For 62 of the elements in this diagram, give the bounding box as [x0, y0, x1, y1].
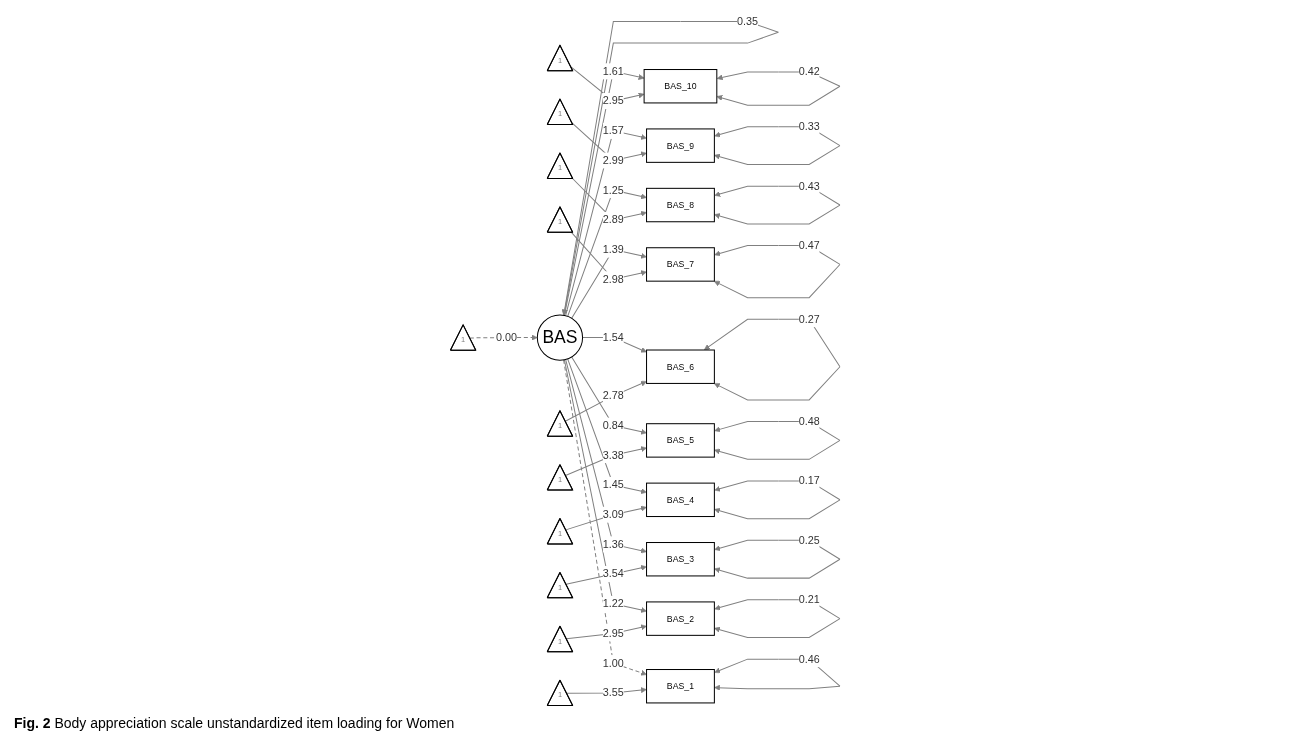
edge-label: 0.46 [798, 653, 820, 665]
edge-label: 3.09 [602, 508, 624, 521]
edge-label: 1.54 [602, 331, 624, 343]
node-box: BAS_10 [643, 69, 718, 104]
edge-label: 1.36 [602, 538, 624, 550]
arrow [570, 249, 647, 319]
node-box: BAS_4 [645, 482, 715, 518]
arrow [564, 380, 647, 422]
edge-label: 1.00 [602, 657, 624, 669]
edge-label: 0.35 [736, 15, 758, 27]
arrow [703, 318, 841, 401]
edge-label: 0.25 [798, 534, 820, 546]
edge-label: 2.78 [602, 389, 624, 402]
arrow [564, 130, 647, 317]
node-box: BAS_3 [645, 542, 715, 577]
edge-label: 1.39 [602, 243, 624, 255]
arrow [716, 71, 841, 106]
edge-label: 0.42 [798, 66, 820, 78]
node-box: BAS_6 [645, 349, 715, 384]
edge-label: 3.38 [602, 449, 624, 461]
edge-label: 2.95 [602, 627, 624, 639]
arrow [570, 232, 647, 280]
arrow [566, 189, 647, 317]
edge-label: 2.95 [602, 95, 624, 107]
edge-label: 3.55 [602, 686, 624, 699]
edge-label: 0.00 [495, 331, 517, 343]
node-box: BAS_9 [645, 128, 715, 163]
node-box: BAS_1 [645, 669, 715, 704]
edge-label: 2.89 [602, 213, 624, 226]
figure-caption: Fig. 2 Body appreciation scale unstandardized item loading for Women [14, 715, 456, 731]
edge-label: 0.48 [798, 415, 820, 427]
edge-label: 0.43 [798, 180, 820, 192]
node-circle: BAS [536, 314, 583, 361]
arrow [565, 505, 647, 531]
edge-label: 0.17 [798, 474, 820, 487]
edge-label: 0.47 [798, 239, 820, 251]
edge-label: 1.45 [602, 478, 624, 491]
arrow [571, 122, 647, 162]
edge-label: 0.27 [798, 313, 820, 325]
node-box: BAS_5 [645, 423, 715, 458]
edge-label: 1.57 [602, 124, 624, 137]
edge-label: 1.25 [602, 184, 624, 196]
edge-label: 1.61 [602, 65, 624, 77]
arrow [565, 565, 647, 585]
edge-label: 0.21 [798, 593, 820, 606]
arrow [563, 359, 647, 613]
edge-label: 1.22 [602, 597, 624, 610]
arrow [570, 356, 647, 435]
arrow [572, 178, 647, 221]
node-box: BAS_8 [645, 187, 715, 223]
edge-label: 0.33 [798, 120, 820, 133]
edge-label: 2.98 [602, 273, 624, 285]
arrow [564, 359, 647, 554]
edge-label: 2.99 [602, 154, 624, 166]
edge-label: 3.54 [602, 568, 624, 580]
arrow [566, 358, 647, 495]
node-box: BAS_2 [645, 601, 715, 636]
arrow [563, 70, 645, 316]
arrow [564, 446, 647, 477]
edge-label: 0.84 [602, 419, 624, 431]
node-box: BAS_7 [645, 247, 715, 282]
arrow [469, 334, 538, 341]
